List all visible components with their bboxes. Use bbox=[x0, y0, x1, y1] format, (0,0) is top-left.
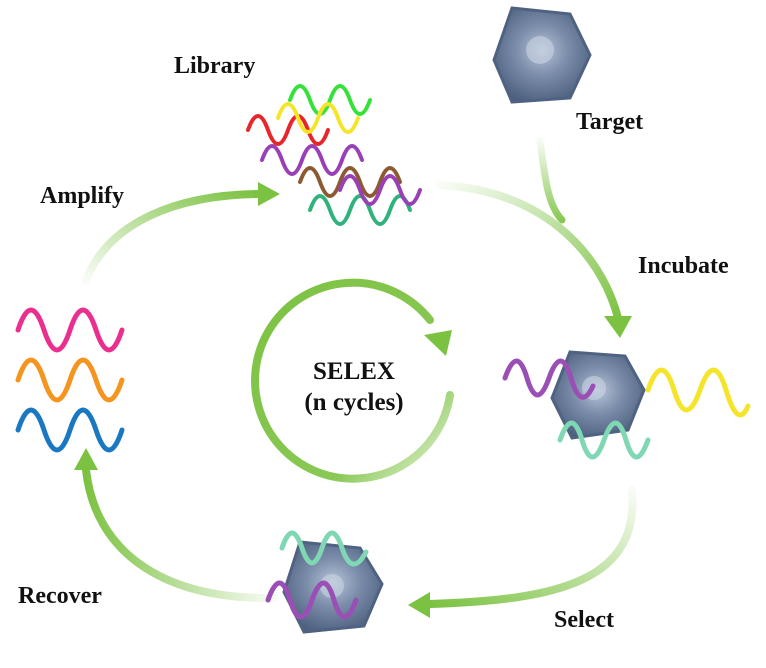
arrow-amplify-to-library bbox=[82, 190, 262, 284]
label-amplify: Amplify bbox=[40, 183, 124, 209]
center-title: SELEX bbox=[313, 358, 395, 385]
label-recover: Recover bbox=[18, 583, 102, 609]
arrow-incubate-to-recover bbox=[426, 486, 637, 608]
label-library: Library bbox=[174, 53, 256, 79]
arrow-target-drop bbox=[536, 136, 566, 224]
arrow-head-amplify bbox=[74, 448, 98, 470]
label-incubate: Incubate bbox=[638, 253, 729, 279]
arrow-head-select bbox=[408, 592, 430, 618]
amplified-strands bbox=[15, 307, 125, 453]
library-strands bbox=[246, 84, 422, 226]
cycle-arrow-head bbox=[424, 330, 452, 356]
center-subtitle: (n cycles) bbox=[304, 389, 404, 417]
target-molecule-icon bbox=[492, 6, 592, 104]
cycle-arrow-icon bbox=[251, 278, 454, 483]
aptamer-strand-icon bbox=[502, 358, 596, 400]
incubate-complex bbox=[502, 350, 751, 460]
selex-center-label: SELEX (n cycles) bbox=[264, 356, 444, 419]
label-target: Target bbox=[576, 109, 644, 135]
arrow-head-incubate bbox=[604, 316, 632, 338]
arrow-head-library bbox=[258, 182, 280, 206]
label-select: Select bbox=[554, 607, 614, 633]
arrow-recover-to-amplify bbox=[82, 466, 279, 603]
select-complex bbox=[265, 530, 384, 634]
arrow-library-to-incubate bbox=[436, 181, 622, 322]
